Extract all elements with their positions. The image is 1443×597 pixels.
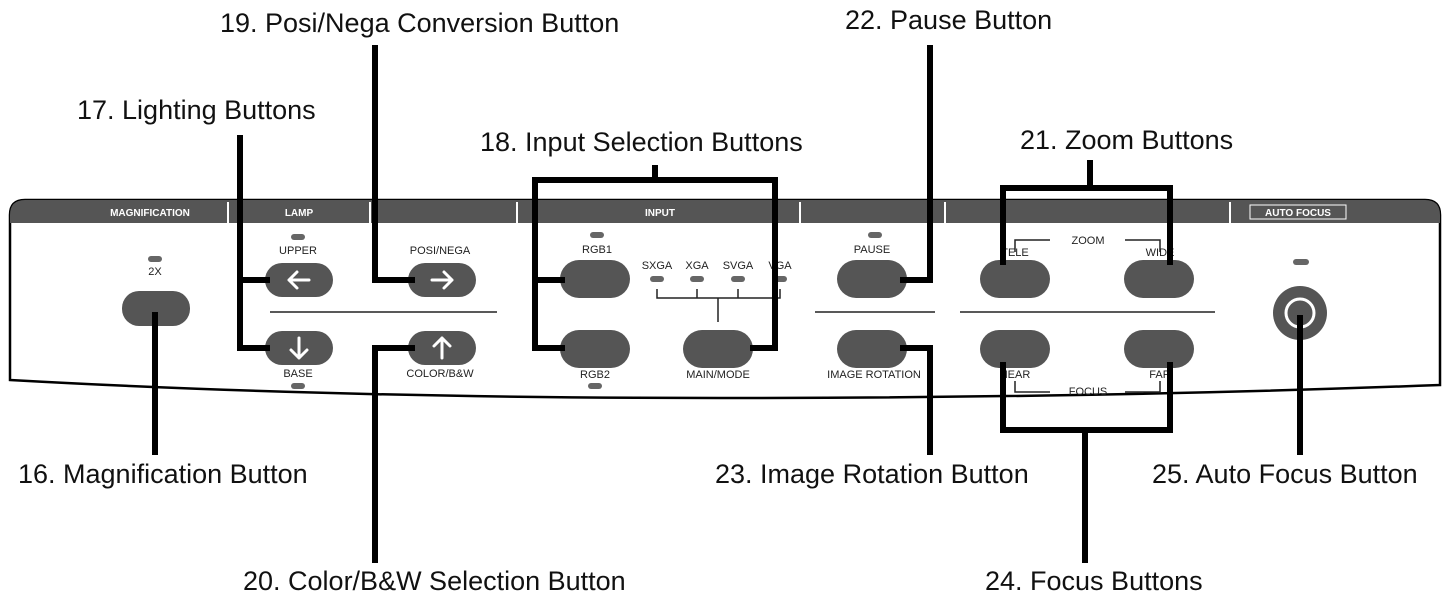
led-2x xyxy=(148,256,162,262)
zoom-bracket xyxy=(1014,239,1161,252)
callout-20: 20. Color/B&W Selection Button xyxy=(243,566,626,596)
leader-23 xyxy=(900,345,933,455)
main-mode-button[interactable] xyxy=(683,330,753,368)
led-sxga xyxy=(650,276,664,282)
label-posi-nega: POSI/NEGA xyxy=(410,245,471,257)
label-rgb2: RGB2 xyxy=(580,369,610,381)
section-label-input: INPUT xyxy=(645,208,675,219)
auto-focus-label-box xyxy=(1249,204,1347,220)
label-xga: XGA xyxy=(685,260,709,272)
leader-22 xyxy=(900,45,933,283)
label-vga: VGA xyxy=(768,260,792,272)
auto-focus-button[interactable] xyxy=(1273,286,1327,340)
arrow-left-icon xyxy=(287,270,311,290)
label-color-bw: COLOR/B&W xyxy=(406,368,474,380)
label-image-rotation: IMAGE ROTATION xyxy=(827,369,921,381)
leader-21 xyxy=(1000,160,1173,265)
label-tele: TELE xyxy=(1001,247,1029,259)
panel-top-bar xyxy=(10,200,1440,223)
callout-25: 25. Auto Focus Button xyxy=(1152,459,1418,489)
zoom-tele-button[interactable] xyxy=(980,260,1050,298)
label-zoom: ZOOM xyxy=(1072,235,1105,247)
leader-18 xyxy=(532,165,778,351)
focus-bracket xyxy=(1014,381,1161,393)
leader-lines xyxy=(152,45,1303,563)
leader-17 xyxy=(237,135,270,351)
led-pause xyxy=(868,232,882,238)
label-2x: 2X xyxy=(148,266,162,278)
rgb2-button[interactable] xyxy=(560,330,630,368)
label-base: BASE xyxy=(283,368,312,380)
led-base xyxy=(291,383,305,389)
leader-20 xyxy=(372,345,415,563)
label-pause: PAUSE xyxy=(854,244,890,256)
callout-21: 21. Zoom Buttons xyxy=(1020,125,1233,155)
led-rgb2 xyxy=(588,383,602,389)
pause-button[interactable] xyxy=(837,260,907,298)
label-upper: UPPER xyxy=(279,245,317,257)
label-focus: FOCUS xyxy=(1069,386,1108,398)
zoom-wide-button[interactable] xyxy=(1124,260,1194,298)
callout-17: 17. Lighting Buttons xyxy=(77,95,316,125)
callout-19: 19. Posi/Nega Conversion Button xyxy=(220,8,619,38)
image-rotation-button[interactable] xyxy=(837,330,907,368)
section-label-lamp: LAMP xyxy=(285,208,314,219)
callout-18: 18. Input Selection Buttons xyxy=(480,127,803,157)
callout-23: 23. Image Rotation Button xyxy=(715,459,1029,489)
rgb1-button[interactable] xyxy=(560,260,630,298)
led-rgb1 xyxy=(590,232,604,238)
mode-bracket xyxy=(656,289,781,322)
leader-24 xyxy=(1000,362,1173,563)
label-sxga: SXGA xyxy=(642,260,673,272)
label-rgb1: RGB1 xyxy=(582,244,612,256)
leader-19 xyxy=(372,45,415,283)
bar-separators xyxy=(227,202,1231,223)
arrow-right-icon xyxy=(430,270,454,290)
magnification-button[interactable] xyxy=(122,291,190,326)
arrow-up-icon xyxy=(432,336,452,360)
label-near: NEAR xyxy=(1000,369,1031,381)
section-label-magnification: MAGNIFICATION xyxy=(110,208,190,219)
led-xga xyxy=(690,276,704,282)
callout-22: 22. Pause Button xyxy=(845,5,1052,35)
led-auto-focus xyxy=(1293,259,1309,265)
label-svga: SVGA xyxy=(723,260,754,272)
led-upper xyxy=(291,234,305,240)
section-label-auto-focus: AUTO FOCUS xyxy=(1265,208,1331,219)
label-main-mode: MAIN/MODE xyxy=(686,369,750,381)
callout-16: 16. Magnification Button xyxy=(18,459,308,489)
arrow-down-icon xyxy=(289,336,309,360)
callout-24: 24. Focus Buttons xyxy=(985,566,1203,596)
focus-far-button[interactable] xyxy=(1124,330,1194,368)
focus-near-button[interactable] xyxy=(980,330,1050,368)
led-svga xyxy=(731,276,745,282)
label-far: FAR xyxy=(1149,369,1170,381)
